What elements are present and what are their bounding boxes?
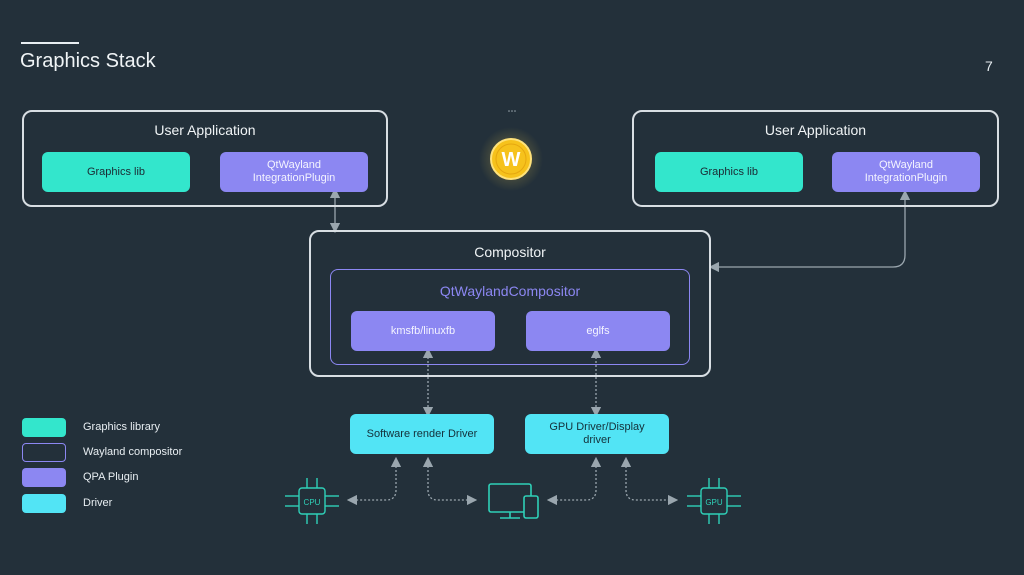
right-qtwayland-plugin: QtWayland IntegrationPlugin	[832, 152, 980, 192]
compositor-box: Compositor	[309, 230, 711, 377]
qtwaylandcompositor-title: QtWaylandCompositor	[439, 283, 581, 299]
left-user-application: User Application Graphics lib QtWayland …	[22, 110, 388, 207]
gpu-display-driver: GPU Driver/Display driver	[525, 414, 669, 454]
left-graphics-lib: Graphics lib	[42, 152, 190, 192]
legend-label-qpa-plugin: QPA Plugin	[83, 471, 139, 483]
left-app-title: User Application	[154, 122, 256, 138]
right-graphics-lib: Graphics lib	[655, 152, 803, 192]
legend-swatch-wayland-compositor	[22, 443, 66, 462]
title-rule	[21, 42, 79, 44]
connector-gpu-display	[546, 456, 602, 506]
eglfs: eglfs	[526, 311, 670, 351]
left-qtwayland-plugin: QtWayland IntegrationPlugin	[220, 152, 368, 192]
connector-software-display	[422, 456, 478, 506]
legend-label-wayland-compositor: Wayland compositor	[83, 446, 183, 458]
legend-label-graphics-library: Graphics library	[83, 421, 161, 433]
connector-right-plugin-compositor	[708, 189, 911, 273]
compositor-title: Compositor	[474, 244, 546, 260]
page-number: 7	[985, 58, 993, 74]
right-app-title: User Application	[764, 122, 867, 138]
legend-swatch-driver	[22, 494, 66, 513]
qtwaylandcompositor-box: QtWaylandCompositor kmsfb/linuxfb eglfs	[330, 269, 690, 365]
right-user-application: User Application Graphics lib QtWayland …	[632, 110, 999, 207]
connector-gpu-chip	[620, 456, 679, 506]
page-title: Graphics Stack	[20, 50, 156, 72]
legend-swatch-qpa-plugin	[22, 468, 66, 487]
kmsfb-linuxfb: kmsfb/linuxfb	[351, 311, 495, 351]
legend-swatch-graphics-library	[22, 418, 66, 437]
legend-label-driver: Driver	[83, 497, 113, 509]
software-render-driver: Software render Driver	[350, 414, 494, 454]
connector-software-cpu	[346, 456, 402, 506]
